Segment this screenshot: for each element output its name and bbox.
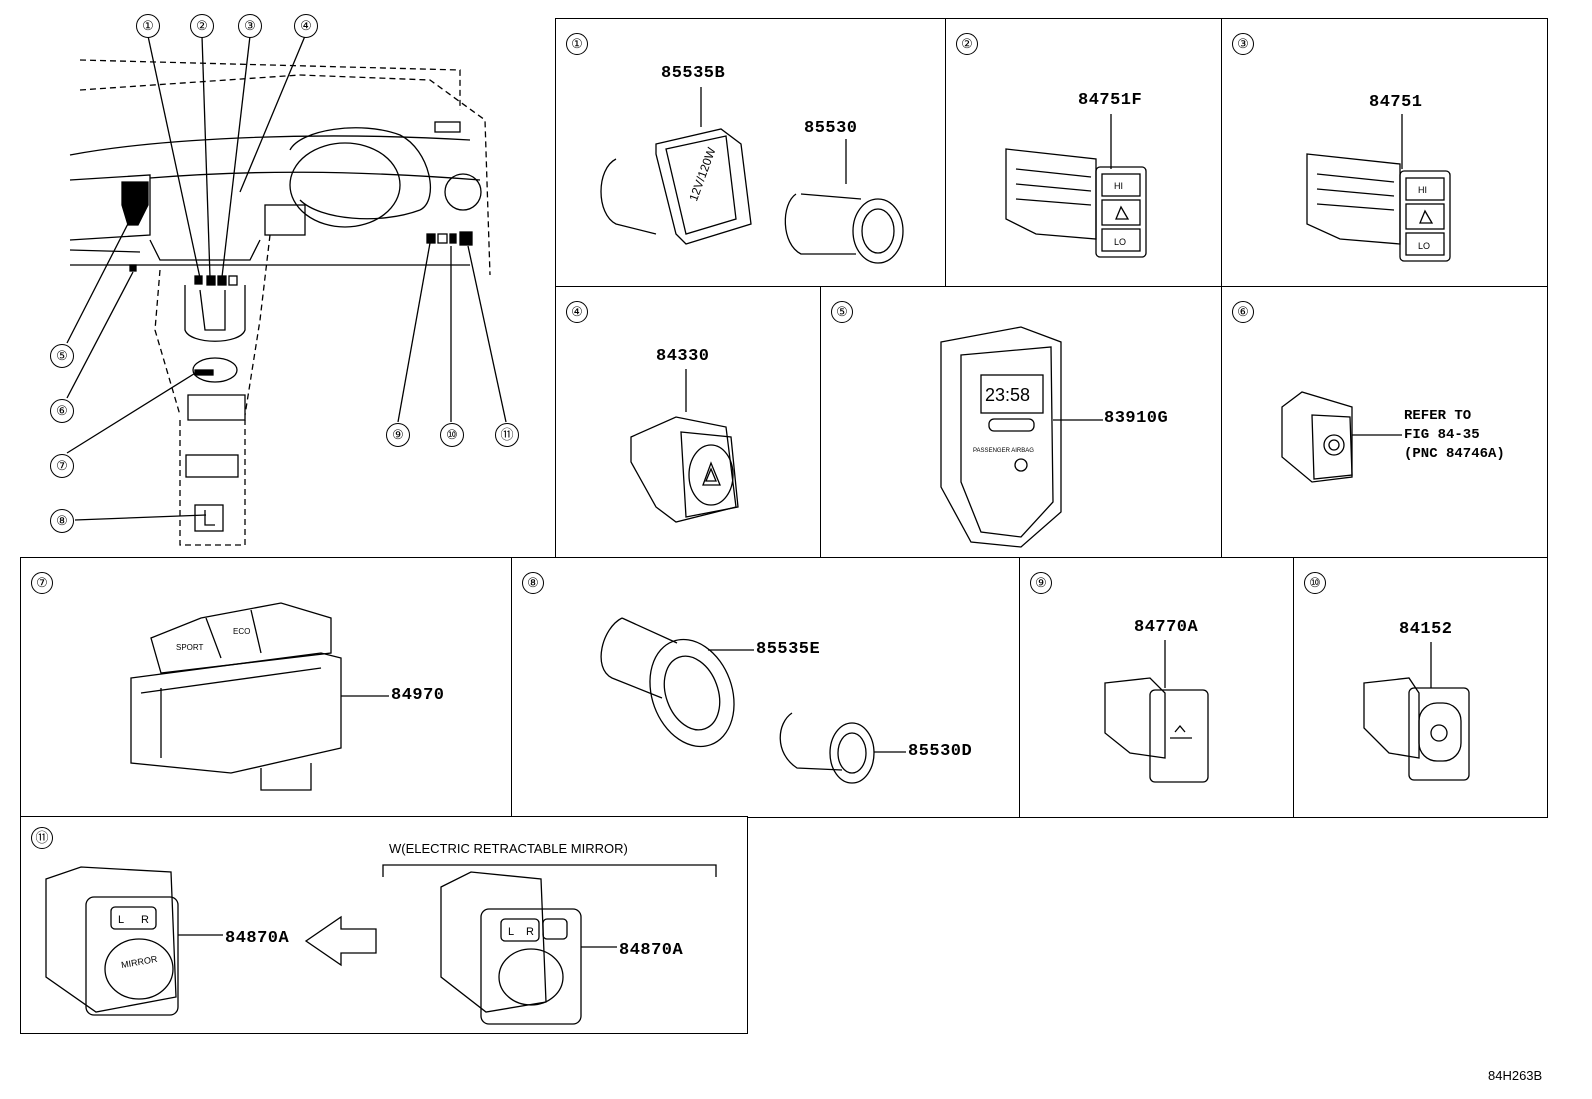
svg-text:R: R	[141, 914, 149, 926]
panel-1: ① 85535B 85530 12V/120W	[555, 18, 947, 288]
panel-8: ⑧ 85535E 85530D	[511, 557, 1021, 818]
part-number: 84970	[391, 686, 445, 705]
overview-area: ① ② ③ ④ ⑤ ⑥ ⑦ ⑧ ⑨ ⑩ ⑪	[0, 0, 555, 555]
part-number: 84152	[1399, 620, 1453, 639]
panel-7: ⑦ 84970 SPORT ECO	[20, 557, 513, 818]
variant-caption: W(ELECTRIC RETRACTABLE MIRROR)	[389, 841, 628, 856]
diagram-code: 84H263B	[1488, 1068, 1543, 1083]
overview-callout-11: ⑪	[495, 423, 519, 447]
part-number: 83910G	[1104, 409, 1169, 428]
clock-display-icon: 23:58 PASSENGER AIRBAG	[940, 326, 1103, 548]
panel-number: ①	[566, 33, 588, 55]
overview-callout-6: ⑥	[50, 399, 74, 423]
knob-switch-icon	[1281, 391, 1402, 483]
overview-callout-7: ⑦	[50, 454, 74, 478]
part-number: 84770A	[1134, 618, 1199, 637]
panel-10: ⑩ 84152	[1293, 557, 1548, 818]
panel-6: ⑥ REFER TO FIG 84-35 (PNC 84746A)	[1221, 286, 1548, 558]
panel-number: ⑪	[31, 827, 53, 849]
panel-number: ⑨	[1030, 572, 1052, 594]
panel-number: ③	[1232, 33, 1254, 55]
svg-text:HI: HI	[1114, 181, 1123, 191]
part-number: 85530D	[908, 742, 973, 761]
overview-callout-8: ⑧	[50, 509, 74, 533]
dashboard-overview-drawing	[66, 35, 507, 546]
part-number: 85535B	[661, 64, 726, 83]
overview-callout-2: ②	[190, 14, 214, 38]
part-number: 85535E	[756, 640, 821, 659]
seat-heater-switch-icon: HI LO	[1005, 114, 1147, 258]
svg-text:12V/120W: 12V/120W	[686, 145, 719, 203]
svg-text:23:58: 23:58	[985, 385, 1030, 405]
overview-callout-10: ⑩	[440, 423, 464, 447]
part-number: 85530	[804, 119, 858, 138]
svg-text:L: L	[508, 926, 514, 938]
svg-text:SPORT: SPORT	[176, 643, 204, 652]
mirror-control-switch-icon: L R L R	[45, 864, 717, 1025]
drive-mode-switch-icon: SPORT ECO	[130, 602, 389, 791]
part-number: 84751F	[1078, 91, 1143, 110]
panel-4: ④ 84330	[555, 286, 822, 558]
panel-number: ②	[956, 33, 978, 55]
panel-2: ② 84751F HI LO	[945, 18, 1223, 288]
hazard-switch-icon	[630, 369, 739, 523]
part-number: 84751	[1369, 93, 1423, 112]
svg-text:ECO: ECO	[233, 627, 250, 636]
part-number: 84870A	[225, 929, 290, 948]
overview-callout-9: ⑨	[386, 423, 410, 447]
mirror-heater-switch-icon	[1104, 640, 1209, 783]
seat-heater-switch-icon: HI LO	[1306, 114, 1451, 262]
cigarette-lighter-icon: 12V/120W	[600, 87, 904, 264]
overview-callout-5: ⑤	[50, 344, 74, 368]
svg-text:L: L	[118, 914, 124, 926]
panel-number: ⑧	[522, 572, 544, 594]
overview-callout-4: ④	[294, 14, 318, 38]
panel-number: ⑥	[1232, 301, 1254, 323]
part-number: 84330	[656, 347, 710, 366]
part-number: 84870A	[619, 941, 684, 960]
svg-text:HI: HI	[1418, 185, 1427, 195]
panel-3: ③ 84751 HI LO	[1221, 18, 1548, 288]
panel-11: ⑪ W(ELECTRIC RETRACTABLE MIRROR) 84870A …	[20, 816, 748, 1034]
headlamp-leveling-switch-icon	[1363, 642, 1470, 781]
panel-number: ⑩	[1304, 572, 1326, 594]
panel-number: ④	[566, 301, 588, 323]
overview-callout-1: ①	[136, 14, 160, 38]
panel-number: ⑤	[831, 301, 853, 323]
panel-9: ⑨ 84770A	[1019, 557, 1295, 818]
overview-callout-3: ③	[238, 14, 262, 38]
power-outlet-icon	[600, 617, 906, 784]
reference-note: REFER TO FIG 84-35 (PNC 84746A)	[1404, 408, 1505, 462]
panel-number: ⑦	[31, 572, 53, 594]
svg-text:PASSENGER AIRBAG: PASSENGER AIRBAG	[973, 448, 1034, 454]
svg-text:LO: LO	[1418, 241, 1430, 251]
svg-text:R: R	[526, 926, 534, 938]
panel-5: ⑤ 83910G 23:58 PASSENGER AIRBAG	[820, 286, 1223, 558]
svg-text:LO: LO	[1114, 237, 1126, 247]
